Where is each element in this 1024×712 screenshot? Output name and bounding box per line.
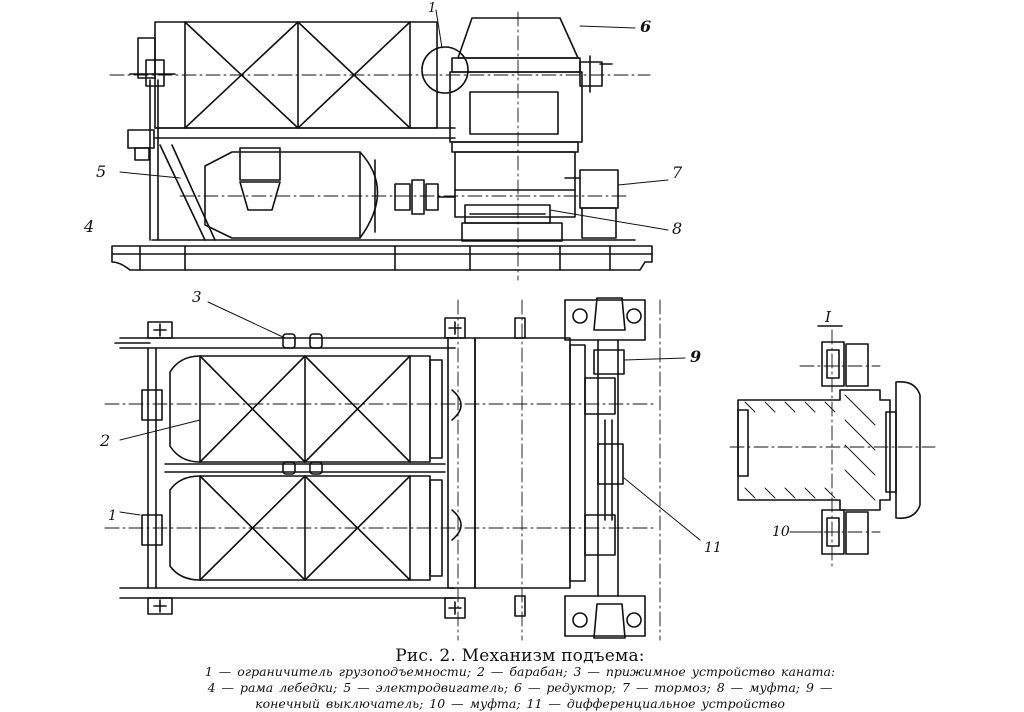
limit-switch xyxy=(593,349,625,375)
rope-clamps xyxy=(282,333,323,475)
mechanism-drawing: 1 6 5 4 7 8 3 2 1 9 11 I 10 xyxy=(83,1,936,641)
electric-motor xyxy=(204,147,379,239)
detail-view xyxy=(729,325,936,571)
caption-line-1: 1 — ограничитель грузоподъемности; 2 — б… xyxy=(204,664,836,679)
winch-frame xyxy=(111,239,653,271)
gearbox-elevation xyxy=(449,17,613,242)
label-6: 6 xyxy=(640,17,651,36)
label-2: 2 xyxy=(99,431,110,450)
brake xyxy=(564,169,619,239)
label-7: 7 xyxy=(672,163,683,182)
label-1-top: 1 xyxy=(428,1,436,16)
label-11: 11 xyxy=(704,540,722,556)
caption-line-2: 4 — рама лебедки; 5 — электродвигатель; … xyxy=(207,680,833,695)
end-bracket xyxy=(564,297,646,639)
elevation-view xyxy=(109,9,669,281)
detail-marker-circle xyxy=(421,46,469,94)
caption-line-3: конечный выключатель; 10 — муфта; 11 — д… xyxy=(255,696,785,711)
caption-title: Рис. 2. Механизм подъема: xyxy=(395,646,645,666)
differential-device xyxy=(597,419,624,521)
detail-title: I xyxy=(824,308,832,326)
frame-bolt-corners xyxy=(147,317,466,619)
label-8: 8 xyxy=(672,219,682,238)
label-3: 3 xyxy=(192,288,202,306)
motor-coupling xyxy=(394,179,456,215)
label-9: 9 xyxy=(690,347,701,366)
load-limiter xyxy=(127,59,176,241)
label-5: 5 xyxy=(96,162,106,181)
label-1-plan: 1 xyxy=(108,508,117,524)
gearbox-plan xyxy=(447,317,616,617)
figure-caption: Рис. 2. Механизм подъема: 1 — ограничите… xyxy=(60,648,980,712)
plan-view xyxy=(104,297,701,641)
label-4: 4 xyxy=(83,217,94,236)
label-10: 10 xyxy=(772,524,790,540)
drum-plan-upper xyxy=(169,355,443,463)
